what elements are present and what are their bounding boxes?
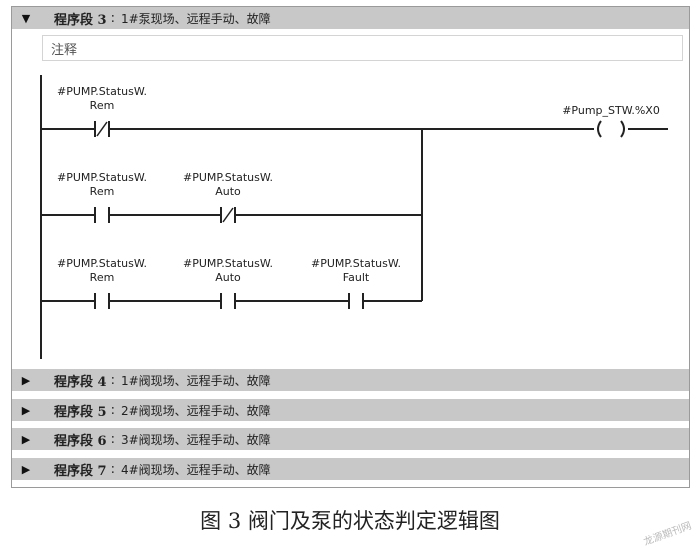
segment-label: 程序段 4: [54, 374, 107, 390]
segment-6-header[interactable]: ▶ 程序段 6 : 3#阀现场、远程手动、故障: [12, 428, 689, 450]
contact-field: Rem: [90, 185, 115, 198]
contact-tag: #PUMP.StatusW.: [57, 85, 147, 98]
contact-rem-no[interactable]: #PUMP.StatusW. Rem: [57, 171, 147, 223]
contact-field: Auto: [215, 271, 241, 284]
segment-label: 程序段 7: [54, 463, 107, 479]
segment-title: 1#泵现场、远程手动、故障: [120, 11, 271, 26]
contact-tag: #PUMP.StatusW.: [311, 257, 401, 270]
contact-field: Auto: [215, 185, 241, 198]
contact-tag: #PUMP.StatusW.: [183, 257, 273, 270]
segment-title: 3#阀现场、远程手动、故障: [120, 432, 271, 447]
ladder-diagram: #PUMP.StatusW. Rem #Pump_STW.%X0 #PUMP.S…: [40, 75, 668, 359]
segment-label: 程序段 6: [54, 433, 107, 449]
segment-3-header[interactable]: ▼ 程序段 3 : 1#泵现场、远程手动、故障: [12, 7, 689, 29]
contact-tag: #PUMP.StatusW.: [57, 171, 147, 184]
contact-tag: #PUMP.StatusW.: [57, 257, 147, 270]
segment-label: 程序段 5: [54, 404, 107, 420]
output-coil[interactable]: #Pump_STW.%X0: [562, 104, 660, 138]
contact-field: Rem: [90, 99, 115, 112]
triangle-right-icon[interactable]: ▶: [21, 373, 31, 387]
contact-auto-no[interactable]: #PUMP.StatusW. Auto: [183, 257, 273, 309]
comment-field[interactable]: 注释: [42, 35, 683, 61]
triangle-right-icon[interactable]: ▶: [21, 462, 31, 476]
segment-title: 2#阀现场、远程手动、故障: [120, 403, 271, 418]
contact-field: Rem: [90, 271, 115, 284]
contact-fault-no[interactable]: #PUMP.StatusW. Fault: [311, 257, 401, 309]
triangle-right-icon[interactable]: ▶: [21, 403, 31, 417]
contact-tag: #PUMP.StatusW.: [183, 171, 273, 184]
triangle-right-icon[interactable]: ▶: [21, 432, 31, 446]
figure-caption: 图 3 阀门及泵的状态判定逻辑图: [200, 509, 500, 533]
segment-label: 程序段 3: [54, 12, 107, 28]
contact-field: Fault: [343, 271, 370, 284]
contact-auto-nc[interactable]: #PUMP.StatusW. Auto: [183, 171, 273, 223]
contact-rem-no[interactable]: #PUMP.StatusW. Rem: [57, 257, 147, 309]
program-editor: ▼ 程序段 3 : 1#泵现场、远程手动、故障 注释: [11, 6, 690, 488]
coil-tag: #Pump_STW.%X0: [562, 104, 660, 117]
segment-7-header[interactable]: ▶ 程序段 7 : 4#阀现场、远程手动、故障: [12, 458, 689, 480]
contact-rem-nc[interactable]: #PUMP.StatusW. Rem: [57, 85, 147, 137]
segment-4-header[interactable]: ▶ 程序段 4 : 1#阀现场、远程手动、故障: [12, 369, 689, 391]
segment-title: 4#阀现场、远程手动、故障: [120, 462, 271, 477]
triangle-down-icon[interactable]: ▼: [21, 11, 31, 25]
segment-title: 1#阀现场、远程手动、故障: [120, 373, 271, 388]
segment-5-header[interactable]: ▶ 程序段 5 : 2#阀现场、远程手动、故障: [12, 399, 689, 421]
